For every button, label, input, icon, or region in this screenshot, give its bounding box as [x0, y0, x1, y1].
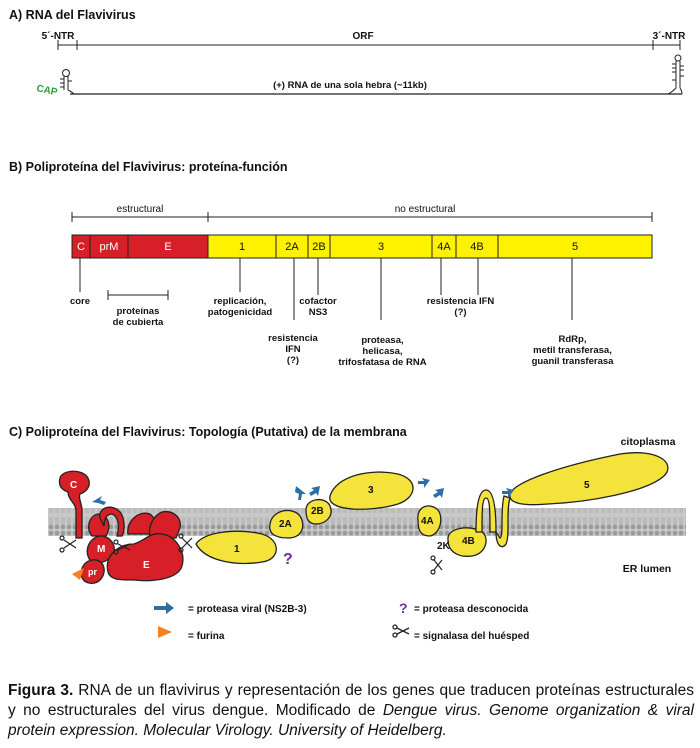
- segment-label-prm: prM: [100, 241, 119, 253]
- signalase-scissors: [59, 533, 443, 575]
- stem-loop-5-icon: [60, 69, 75, 95]
- segment-5: [497, 234, 653, 259]
- func-core: core: [69, 296, 91, 307]
- er-lumen-label: ER lumen: [622, 563, 672, 575]
- figure-caption: Figura 3. RNA de un flavivirus y represe…: [8, 681, 694, 741]
- svg-text:2K: 2K: [437, 541, 451, 552]
- envelope-e-protein: [106, 533, 184, 582]
- orf-label: ORF: [352, 31, 374, 42]
- svg-text:2B: 2B: [311, 506, 324, 517]
- svg-text:C: C: [70, 480, 77, 491]
- viral-protease-legend-icon: [154, 602, 174, 614]
- cytoplasm-label: citoplasma: [620, 436, 676, 448]
- segment-label-3: 3: [378, 241, 384, 253]
- svg-text:5: 5: [584, 480, 590, 491]
- capsid-protein: [58, 470, 90, 539]
- ns5-protein: [509, 452, 669, 506]
- segment-label-5: 5: [572, 241, 578, 253]
- ns4b-protein: [447, 527, 487, 557]
- segment-label-e: E: [164, 241, 171, 253]
- legend-furin: = furina: [188, 631, 225, 642]
- ns2b-protein: [305, 499, 332, 525]
- section-b-title: B) Poliproteína del Flavivirus: proteína…: [9, 160, 288, 174]
- segment-label-c: C: [77, 241, 85, 253]
- ns4a-protein: [417, 505, 442, 537]
- func-ns4: resistencia IFN(?): [426, 296, 495, 318]
- furin-legend-icon: [158, 626, 172, 638]
- structural-label: estructural: [116, 204, 164, 215]
- func-ns3: proteasa,helicasa,trifosfatasa de RNA: [338, 335, 427, 368]
- unknown-protease-legend-icon: ?: [399, 600, 408, 616]
- viral-protease-arrows: [92, 478, 514, 505]
- svg-text:2A: 2A: [279, 519, 292, 530]
- segment-label-4a: 4A: [437, 241, 451, 253]
- segment-label-2b: 2B: [312, 241, 325, 253]
- furin-arrowhead: [72, 568, 84, 580]
- svg-text:M: M: [97, 544, 105, 555]
- caption-source: Dengue virus. Genome organization & vira…: [8, 702, 695, 739]
- legend-icons: ?: [154, 600, 410, 638]
- ns2a-protein: [269, 509, 304, 539]
- svg-text:1: 1: [234, 544, 240, 555]
- caption-lead: Figura 3.: [8, 682, 74, 699]
- svg-text:3: 3: [368, 485, 374, 496]
- ntr5-label: 5´-NTR: [41, 31, 75, 42]
- func-ns5: RdRp,metil transferasa,guanil transferas…: [531, 334, 614, 367]
- caption-text: RNA de un flavivirus y representación de…: [8, 682, 694, 719]
- segment-label-1: 1: [239, 241, 245, 253]
- unknown-protease-mark: ?: [283, 551, 293, 568]
- ns3-protein: [329, 471, 414, 510]
- topology-diagram: ? C M pr E 1 2A 2B 3 4A 2K 4B 5: [48, 452, 686, 584]
- func-ns1: replicación,patogenicidad: [207, 296, 273, 318]
- svg-text:E: E: [143, 560, 150, 571]
- nonstructural-label: no estructural: [394, 204, 456, 215]
- segment-label-2a: 2A: [285, 241, 299, 253]
- legend-signalase: = signalasa del huésped: [414, 631, 530, 642]
- svg-text:4A: 4A: [421, 516, 434, 527]
- rna-diagram: CAP: [35, 40, 684, 98]
- legend-viral-protease: = proteasa viral (NS2B-3): [188, 604, 307, 615]
- ns1-protein: [195, 530, 277, 565]
- legend-unknown-protease: = proteasa desconocida: [414, 604, 529, 615]
- signalase-legend-icon: [392, 624, 410, 638]
- rna-strand-label: (+) RNA de una sola hebra (~11kb): [273, 80, 427, 91]
- ntr3-label: 3´-NTR: [652, 31, 686, 42]
- segment-label-4b: 4B: [470, 241, 483, 253]
- section-a-title: A) RNA del Flavivirus: [9, 8, 136, 22]
- section-c-title: C) Poliproteína del Flavivirus: Topologí…: [9, 425, 407, 439]
- svg-text:4B: 4B: [462, 536, 475, 547]
- cap-label: CAP: [35, 83, 58, 98]
- stem-loop-3-icon: [667, 54, 684, 95]
- svg-text:pr: pr: [88, 567, 97, 577]
